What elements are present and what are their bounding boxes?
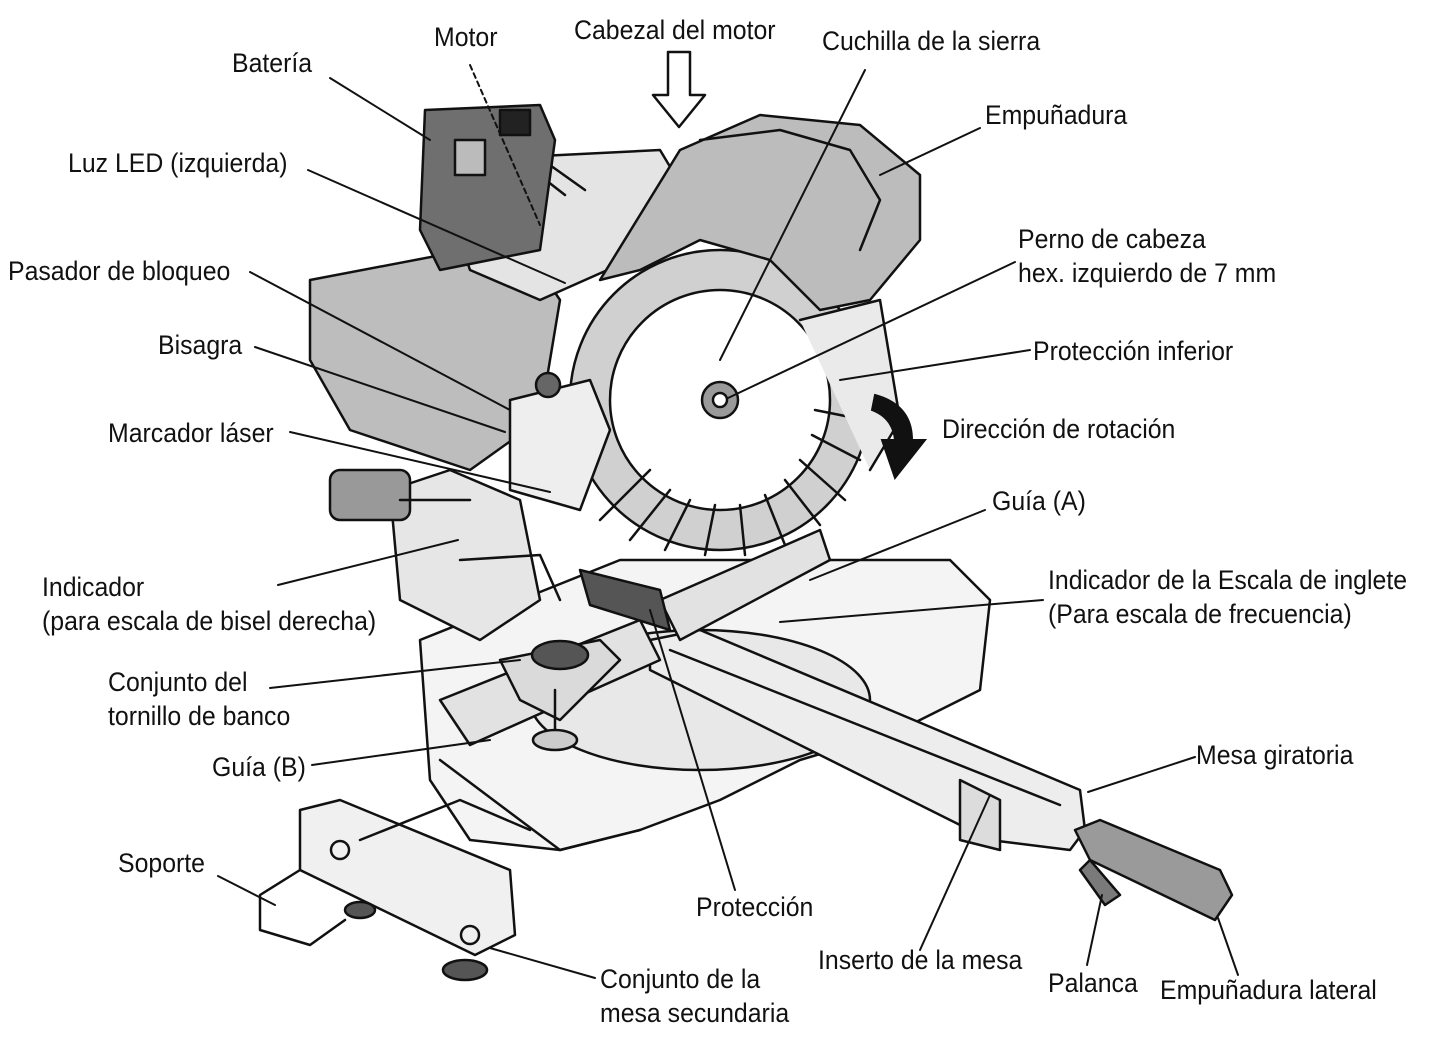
label-soporte: Soporte [118,848,206,878]
down-arrow-icon [651,50,707,129]
handle-guard [598,113,922,472]
label-direccion-rotacion: Dirección de rotación [942,414,1176,444]
label-indicador-inglete: Indicador de la Escala de inglete (Para … [1048,563,1407,631]
label-cuchilla: Cuchilla de la sierra [822,26,1041,56]
label-mesa-giratoria: Mesa giratoria [1196,740,1354,770]
label-indicador-line2: (para escala de bisel derecha) [42,606,377,636]
label-luz-led: Luz LED (izquierda) [68,148,288,178]
label-proteccion-inferior: Protección inferior [1033,336,1234,366]
label-indicador-line1: Indicador [42,572,145,602]
label-cabezal: Cabezal del motor [574,15,776,45]
label-perno: Perno de cabeza hex. izquierdo de 7 mm [1018,222,1276,290]
label-inserto-mesa: Inserto de la mesa [818,945,1023,975]
label-indicador-inglete-line1: Indicador de la Escala de inglete [1048,565,1408,595]
label-conjunto-tornillo: Conjunto del tornillo de banco [108,665,290,733]
label-conjunto-mesa-line1: Conjunto de la [600,964,761,994]
label-empunadura-lateral: Empuñadura lateral [1160,975,1377,1005]
label-conjunto-mesa-line2: mesa secundaria [600,998,790,1028]
label-palanca: Palanca [1048,968,1138,998]
label-bateria: Batería [232,48,313,78]
label-pasador: Pasador de bloqueo [8,256,231,286]
label-perno-line1: Perno de cabeza [1018,224,1206,254]
battery [418,103,557,272]
support [258,798,532,982]
label-guia-b: Guía (B) [212,752,306,782]
laser-marker [508,371,612,512]
rotation-arrow-icon [870,393,928,481]
label-conjunto-tornillo-line1: Conjunto del [108,667,248,697]
label-conjunto-mesa: Conjunto de la mesa secundaria [600,962,789,1030]
saw-blade [568,248,872,557]
vise [498,638,622,752]
label-conjunto-tornillo-line2: tornillo de banco [108,701,291,731]
pivot-assembly [328,468,562,642]
turntable-arm [648,628,1087,852]
label-marcador-laser: Marcador láser [108,418,274,448]
label-indicador-inglete-line2: (Para escala de frecuencia) [1048,599,1352,629]
label-indicador: Indicador (para escala de bisel derecha) [42,570,376,638]
leader-lines [217,64,1239,979]
label-bisagra: Bisagra [158,330,243,360]
side-handle [1073,818,1234,922]
label-motor: Motor [434,22,498,52]
label-empunadura: Empuñadura [985,100,1128,130]
label-guia-a: Guía (A) [992,486,1086,516]
label-perno-line2: hex. izquierdo de 7 mm [1018,258,1277,288]
label-proteccion: Protección [696,892,814,922]
